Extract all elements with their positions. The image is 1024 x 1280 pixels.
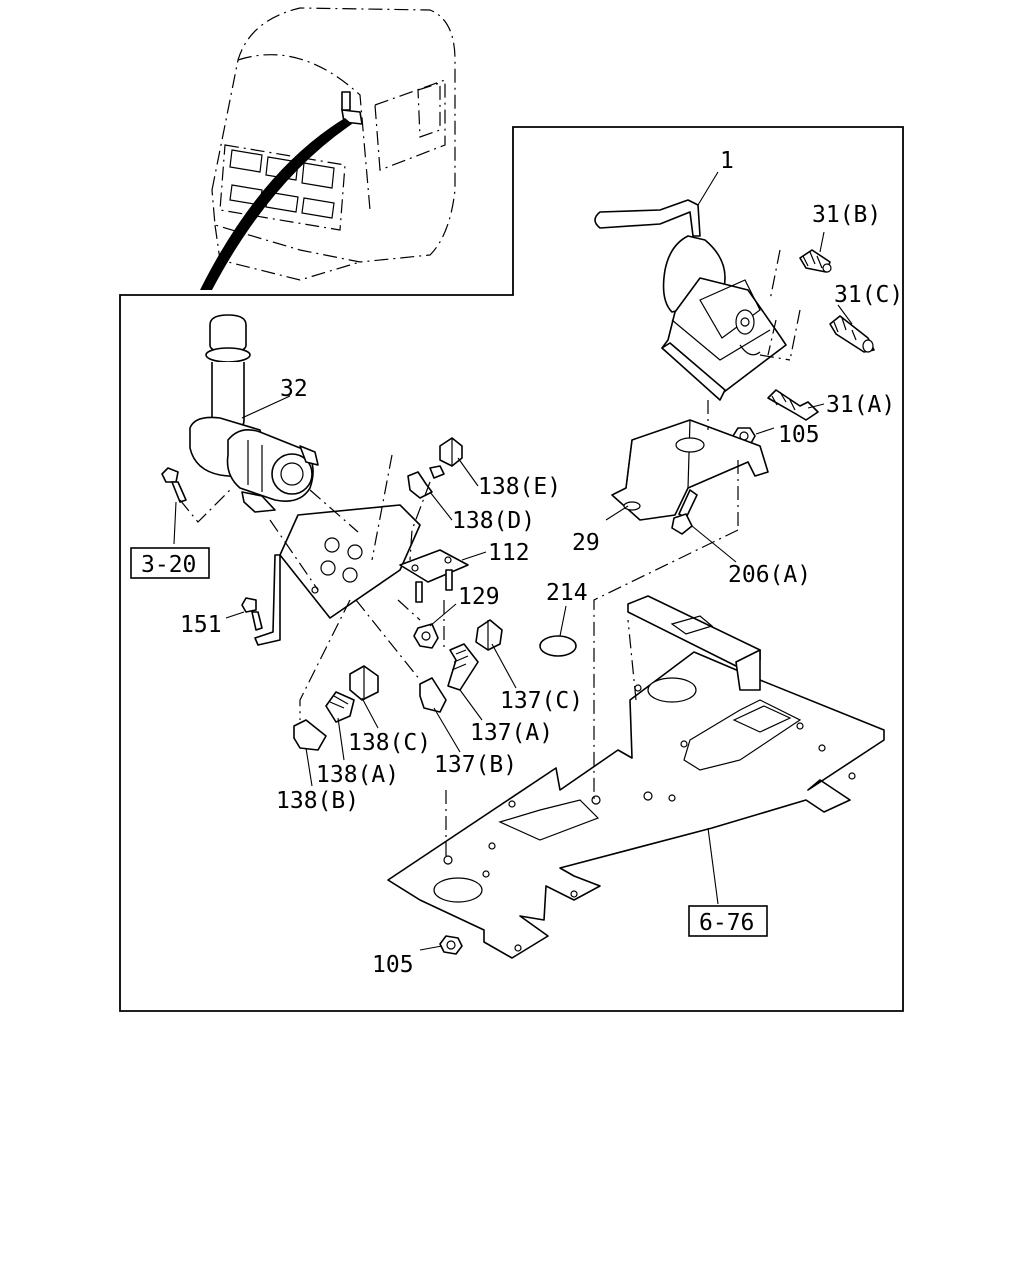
- mounting-bracket: [254, 504, 421, 646]
- bolt-3-20: [161, 467, 187, 503]
- callout-32: 32: [280, 376, 308, 402]
- fitting-31a: [767, 389, 819, 421]
- ref-label-3-20: 3-20: [141, 552, 196, 578]
- ref-box-6-76: [688, 905, 768, 937]
- callout-137b: 137(B): [434, 752, 517, 778]
- callout-31a: 31(A): [826, 392, 895, 418]
- callout-138e: 138(E): [478, 474, 561, 500]
- callout-1: 1: [720, 148, 734, 174]
- assembly-lines: [179, 249, 801, 860]
- callout-31c: 31(C): [834, 282, 903, 308]
- nut-105-bottom: [439, 935, 463, 955]
- callout-214: 214: [546, 580, 588, 606]
- callout-138d: 138(D): [452, 508, 535, 534]
- callout-112: 112: [488, 540, 530, 566]
- bolt-206a: [671, 489, 698, 535]
- fitting-138a: [325, 691, 355, 723]
- callout-137c: 137(C): [500, 688, 583, 714]
- leader-lines: [173, 171, 853, 951]
- fitting-137c: [475, 619, 503, 651]
- callout-31b: 31(B): [812, 202, 881, 228]
- fitting-31c: [829, 315, 875, 353]
- truck-cab-illustration: [200, 7, 456, 290]
- callout-29: 29: [572, 530, 600, 556]
- base-plate: [387, 595, 885, 959]
- callout-105-bottom: 105: [372, 952, 414, 978]
- callout-138b: 138(B): [276, 788, 359, 814]
- diagram-frame: [119, 126, 904, 1012]
- callout-138a: 138(A): [316, 762, 399, 788]
- fitting-137a: [447, 643, 479, 691]
- fitting-138c: [349, 665, 379, 701]
- callout-129: 129: [458, 584, 500, 610]
- callout-138c: 138(C): [348, 730, 431, 756]
- bolt-151: [241, 597, 263, 631]
- bracket-29: [611, 419, 769, 521]
- ref-box-3-20: [130, 547, 210, 579]
- gasket-214: [539, 635, 577, 657]
- fitting-31b: [799, 249, 832, 273]
- callout-137a: 137(A): [470, 720, 553, 746]
- callout-206a: 206(A): [728, 562, 811, 588]
- fitting-129: [413, 623, 439, 649]
- fitting-138b: [293, 719, 327, 751]
- plate-112: [399, 549, 469, 603]
- control-lever: [594, 199, 787, 401]
- fitting-138e: [439, 437, 463, 467]
- ref-label-6-76: 6-76: [699, 910, 754, 936]
- callout-151: 151: [180, 612, 222, 638]
- callout-105-top: 105: [778, 422, 820, 448]
- fitting-137b: [419, 677, 447, 713]
- valve-assembly-32: [189, 314, 319, 513]
